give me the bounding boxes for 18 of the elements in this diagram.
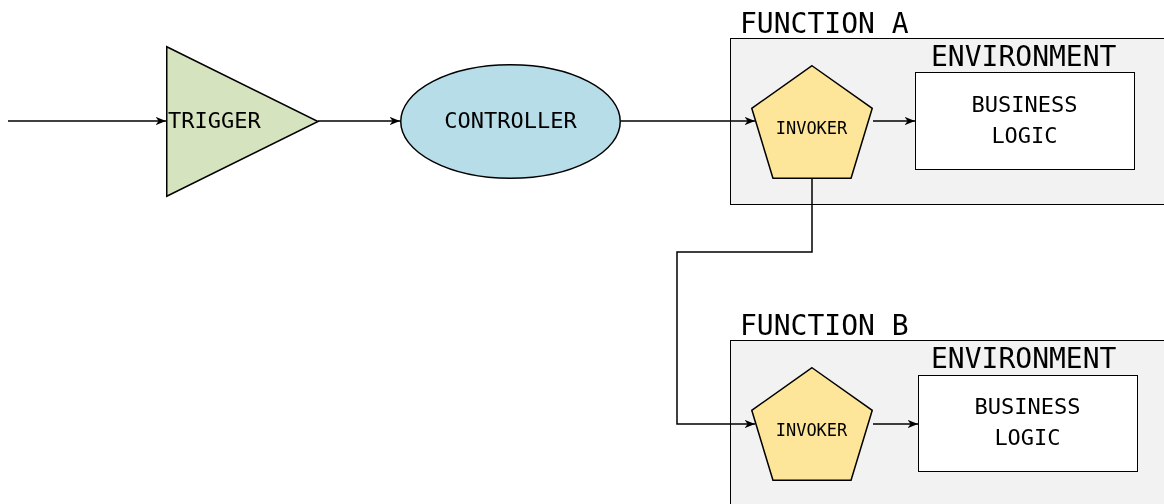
arrow xyxy=(872,419,919,429)
node-label: CONTROLLER xyxy=(444,107,577,136)
arrow xyxy=(872,116,916,126)
arrow xyxy=(317,116,401,126)
invoker-label: INVOKER xyxy=(775,116,848,140)
container-title: FUNCTION A xyxy=(740,10,909,38)
container-label: ENVIRONMENT xyxy=(931,345,1117,373)
container-title: FUNCTION B xyxy=(740,312,909,340)
container-label: ENVIRONMENT xyxy=(931,43,1117,71)
node-label: TRIGGER xyxy=(168,107,261,136)
invoker-label: INVOKER xyxy=(775,418,848,442)
arrow xyxy=(620,116,756,126)
process-box xyxy=(914,71,1135,170)
business-logic-label: BUSINESS LOGIC xyxy=(970,90,1079,150)
arrow xyxy=(676,178,813,429)
process-box xyxy=(917,374,1138,472)
business-logic-label: BUSINESS LOGIC xyxy=(973,393,1082,452)
arrow xyxy=(7,116,167,126)
